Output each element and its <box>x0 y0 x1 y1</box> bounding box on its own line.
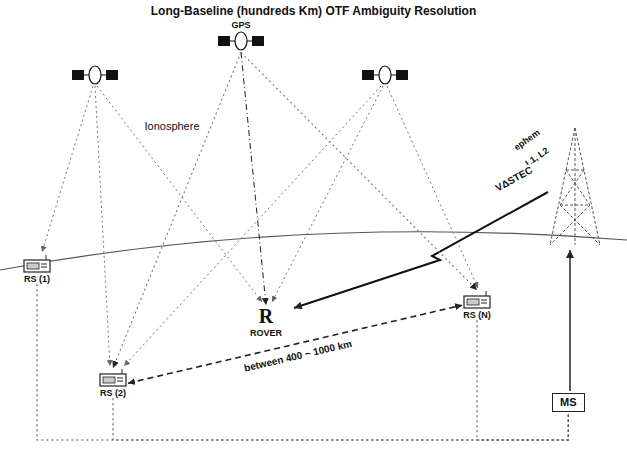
reference-station: RS (1) <box>22 254 52 284</box>
data-link <box>37 284 568 440</box>
radio-link <box>294 192 548 308</box>
satellite-icon <box>362 66 408 84</box>
signal-label: VΔSTEC <box>492 163 537 195</box>
baseline-arrow <box>128 305 462 383</box>
node-sublabel: ROVER <box>250 328 282 338</box>
uplink-arrow <box>569 250 571 391</box>
radio-tower <box>550 128 600 245</box>
signal-lines <box>42 86 478 366</box>
satellite-node: GPS <box>218 20 264 52</box>
receiver-icon <box>22 254 52 274</box>
receiver-icon <box>98 368 128 388</box>
receiver-icon <box>462 290 492 310</box>
node-label: RS (2) <box>98 388 128 398</box>
distance-label: between 400 ~ 1000 km <box>241 337 355 374</box>
horizon-curve <box>0 232 627 270</box>
node-label: GPS <box>218 20 264 30</box>
region-label: Ionosphere <box>142 120 201 133</box>
diagram-title: Long-Baseline (hundreds Km) OTF Ambiguit… <box>0 4 627 18</box>
node-label: R <box>250 305 282 328</box>
reference-station: RS (2) <box>98 368 128 398</box>
reference-station: RS (N) <box>462 290 492 320</box>
node-label: RS (1) <box>22 274 52 284</box>
data-link <box>477 320 568 440</box>
data-link <box>113 398 568 440</box>
master-station-box: MS <box>552 393 585 412</box>
signal-arrow <box>113 52 241 368</box>
rover-node: RROVER <box>250 305 282 338</box>
satellite-icon <box>72 66 118 84</box>
node-label: MS <box>560 396 577 409</box>
node-label: RS (N) <box>462 310 492 320</box>
satellite-icon <box>218 30 264 52</box>
signal-arrow <box>241 52 477 290</box>
signal-arrow <box>241 52 266 305</box>
